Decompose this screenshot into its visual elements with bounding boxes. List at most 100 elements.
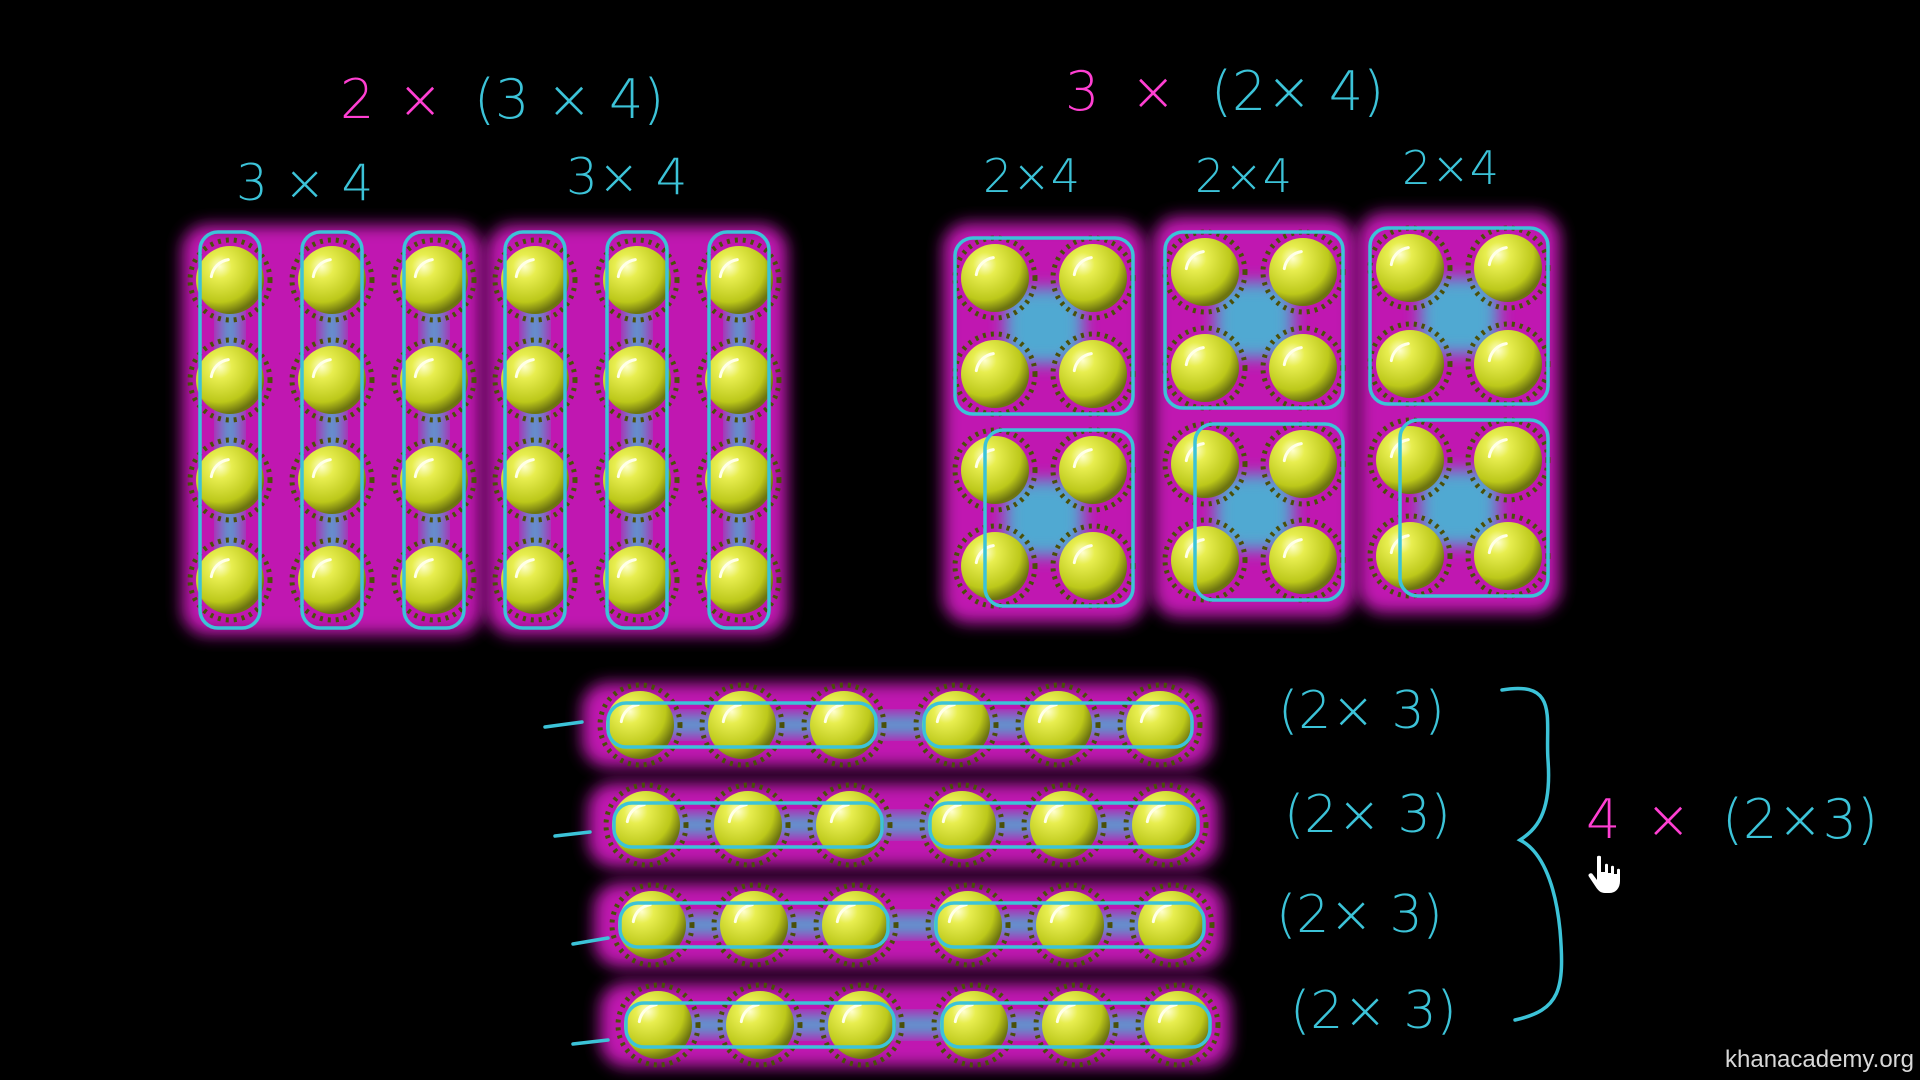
top-left-group-2-col-2-glow xyxy=(627,280,647,580)
top-left-group-2-ball xyxy=(492,537,578,623)
top-right-group-1-ball xyxy=(952,235,1038,321)
top-left-group-2-ball xyxy=(696,437,782,523)
top-left-group-1-ball xyxy=(391,537,477,623)
bottom-row-4-ball xyxy=(615,982,701,1068)
hand-cursor-icon xyxy=(1586,853,1622,895)
bottom-row-2-ball xyxy=(919,782,1005,868)
top-left-group-1-ball xyxy=(289,237,375,323)
top-right-group-1-ball xyxy=(952,331,1038,417)
bottom-row-4-triple-outline-2 xyxy=(940,1001,1212,1049)
top-right-group-1-ball xyxy=(952,523,1038,609)
top-left-group-1-ball xyxy=(187,537,273,623)
top-right-group-2-ball xyxy=(1162,229,1248,315)
top-right-expression-times: × xyxy=(1131,60,1176,123)
bottom-row-dash-1 xyxy=(543,720,584,729)
top-right-group-3-ball xyxy=(1367,513,1453,599)
top-right-group-3-glow xyxy=(1358,213,1560,613)
top-left-group-2-ball xyxy=(594,437,680,523)
top-left-expression-group: (3 × 4) xyxy=(474,68,664,131)
bottom-row-2-ball xyxy=(1021,782,1107,868)
top-left-group-1-col-1-glow xyxy=(220,280,240,580)
bottom-result-factor: 4 xyxy=(1586,788,1620,851)
bottom-row-dash-3 xyxy=(571,936,610,946)
top-right-group-3-block-outline-1 xyxy=(1368,226,1550,406)
bottom-row-label-4: (2× 3) xyxy=(1290,981,1457,1041)
top-right-group-2-ball xyxy=(1162,421,1248,507)
top-left-group-1-ball xyxy=(289,437,375,523)
top-left-group-2-column-outline-2 xyxy=(605,230,669,630)
bottom-row-4-ball xyxy=(717,982,803,1068)
top-right-expression: 3 × (2× 4) xyxy=(1065,60,1384,123)
top-right-group-3-block-outline-2 xyxy=(1398,418,1550,598)
bottom-row-1-ball xyxy=(801,682,887,768)
top-right-group-1-block-outline-2 xyxy=(983,428,1135,608)
top-left-group-2-column-outline-1 xyxy=(503,230,567,630)
bottom-row-3-ball xyxy=(609,882,695,968)
bottom-row-4-ball xyxy=(1033,982,1119,1068)
top-right-group-3-ball xyxy=(1367,417,1453,503)
top-right-expression-factor: 3 xyxy=(1065,60,1099,123)
top-right-group-1-block-2-glow xyxy=(1005,480,1083,556)
top-left-group-2-ball xyxy=(696,337,782,423)
top-right-group-2-ball xyxy=(1162,325,1248,411)
bottom-row-1-triple-outline-1 xyxy=(606,701,878,749)
top-left-expression-factor: 2 xyxy=(340,68,374,131)
bottom-row-3-ball xyxy=(711,882,797,968)
bottom-row-1-ball xyxy=(1117,682,1203,768)
bottom-row-1-triple-outline-2 xyxy=(922,701,1194,749)
bottom-row-label-1: (2× 3) xyxy=(1278,681,1445,741)
bottom-row-1-ball xyxy=(913,682,999,768)
bottom-row-2-ball xyxy=(807,782,893,868)
bottom-row-label-3: (2× 3) xyxy=(1276,885,1443,945)
top-left-group-2-col-1-glow xyxy=(525,280,545,580)
top-right-group-1-block-1-glow xyxy=(1005,288,1083,364)
top-left-group-1-col-2-glow xyxy=(322,280,342,580)
top-right-group-2-glow xyxy=(1153,217,1355,617)
bottom-result-expression: 4 × (2×3) xyxy=(1586,788,1878,851)
cyan-group-outlines xyxy=(198,226,1550,1049)
top-left-group-1-ball xyxy=(289,537,375,623)
top-left-group-1-ball xyxy=(187,237,273,323)
top-left-group-2-col-3-glow xyxy=(729,280,749,580)
watermark: khanacademy.org xyxy=(1725,1046,1914,1073)
bottom-row-3-ball xyxy=(1129,882,1215,968)
top-left-group-2-ball xyxy=(594,237,680,323)
bottom-row-4-ball xyxy=(819,982,905,1068)
top-right-expression-group: (2× 4) xyxy=(1211,60,1384,123)
bottom-row-3-triple-outline-1 xyxy=(618,901,890,949)
top-right-group-3-ball xyxy=(1367,321,1453,407)
top-left-group-1-column-outline-2 xyxy=(300,230,364,630)
top-left-group-1-ball xyxy=(391,337,477,423)
bottom-row-2-triple-outline-2 xyxy=(928,801,1200,849)
top-left-group-2-ball xyxy=(492,337,578,423)
bottom-row-3-ball xyxy=(813,882,899,968)
top-right-group-1-ball xyxy=(952,427,1038,513)
top-left-group-2-ball xyxy=(492,437,578,523)
bottom-result-group: (2×3) xyxy=(1722,788,1878,851)
top-left-group-label-1: 3 × 4 xyxy=(236,154,373,212)
top-left-group-1-ball xyxy=(187,437,273,523)
top-right-group-2-ball xyxy=(1162,517,1248,603)
bottom-row-2-ball xyxy=(603,782,689,868)
bottom-row-4-ball xyxy=(931,982,1017,1068)
bottom-row-dash-2 xyxy=(553,830,592,838)
bottom-row-4-ball xyxy=(1135,982,1221,1068)
top-left-group-1-col-3-glow xyxy=(424,280,444,580)
top-left-group-1-ball xyxy=(391,437,477,523)
top-right-group-label-2: 2×4 xyxy=(1195,149,1292,203)
top-right-group-1-block-outline-1 xyxy=(953,236,1135,416)
ball-arrays xyxy=(187,225,1551,1068)
top-left-expression-times: × xyxy=(398,68,443,131)
bottom-row-3-triple-outline-2 xyxy=(934,901,1206,949)
top-left-group-2-column-outline-3 xyxy=(707,230,771,630)
top-left-group-2-ball xyxy=(492,237,578,323)
top-left-expression: 2 × (3 × 4) xyxy=(340,68,664,131)
bottom-row-4-triple-outline-1 xyxy=(624,1001,896,1049)
top-left-group-1-column-outline-3 xyxy=(402,230,466,630)
top-right-group-3-block-1-glow xyxy=(1420,278,1498,354)
bottom-row-dash-4 xyxy=(571,1038,610,1046)
bottom-row-1-ball xyxy=(597,682,683,768)
bottom-row-1-ball xyxy=(1015,682,1101,768)
top-right-group-2-block-outline-2 xyxy=(1193,422,1345,602)
